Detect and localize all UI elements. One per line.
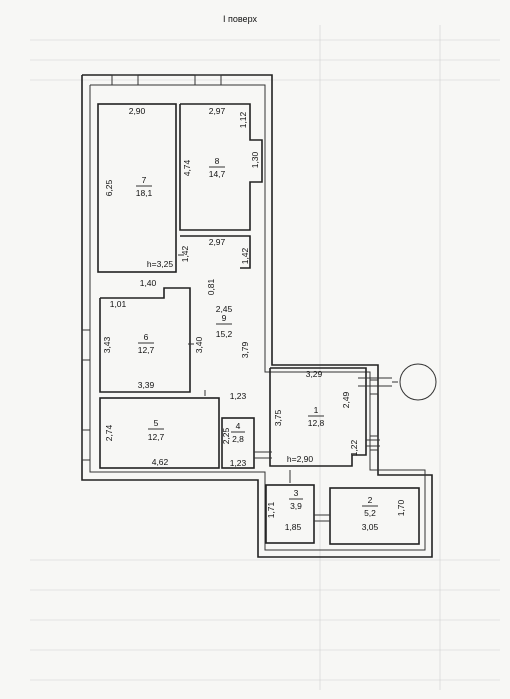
dim-label: 1,42 <box>180 245 190 262</box>
entrance-porch-circle <box>399 363 437 401</box>
room-6-area: 12,7 <box>138 345 155 355</box>
room-4-number: 4 <box>236 421 241 431</box>
dim-label: 2,45 <box>216 304 233 314</box>
dim-label: 2,25 <box>221 427 231 444</box>
dim-label: 1,85 <box>285 522 302 532</box>
room-6-outline <box>99 287 191 393</box>
room-labels: 7 18,1 8 14,7 9 15,2 6 12,7 5 12,7 4 2,8… <box>136 156 378 518</box>
room-2-area: 5,2 <box>364 508 376 518</box>
background-grid <box>30 25 500 690</box>
doors <box>178 254 398 522</box>
room-9-number: 9 <box>222 313 227 323</box>
dim-label: h=3,25 <box>147 259 174 269</box>
windows <box>81 74 379 461</box>
room-7-area: 18,1 <box>136 188 153 198</box>
dimension-labels: 2,90 6,25 h=3,25 2,97 1,12 1,30 4,74 2,9… <box>102 106 406 532</box>
dim-label: 1,71 <box>266 501 276 518</box>
dim-label: 2,97 <box>209 106 226 116</box>
room-8-outline <box>179 103 263 231</box>
room-3-outline <box>265 484 315 544</box>
room-5-outline <box>99 397 220 469</box>
room-4-area: 2,8 <box>232 434 244 444</box>
room-9-area: 15,2 <box>216 329 233 339</box>
room-4-outline <box>221 417 255 469</box>
dim-label: 3,05 <box>362 522 379 532</box>
dim-label: 1,23 <box>230 458 247 468</box>
room-2-number: 2 <box>368 495 373 505</box>
outer-walls <box>81 74 433 558</box>
room-8-area: 14,7 <box>209 169 226 179</box>
room-3-number: 3 <box>294 488 299 498</box>
dim-label: h=2,90 <box>287 454 314 464</box>
interior-walls <box>97 103 420 545</box>
room-8-number: 8 <box>215 156 220 166</box>
dim-label: 0,81 <box>206 278 216 295</box>
room-3-area: 3,9 <box>290 501 302 511</box>
dim-label: 2,49 <box>341 391 351 408</box>
room-1-outline <box>269 367 367 467</box>
room-7-number: 7 <box>142 175 147 185</box>
dim-label: 1,40 <box>140 278 157 288</box>
dim-label: 3,29 <box>306 369 323 379</box>
dim-label: 6,25 <box>104 179 114 196</box>
dim-label: 2,74 <box>104 424 114 441</box>
dim-label: 1,12 <box>238 111 248 128</box>
floor-title: I поверх <box>223 14 257 24</box>
dim-label: 4,74 <box>182 159 192 176</box>
room-9-outline <box>180 235 251 269</box>
dim-label: 2,90 <box>129 106 146 116</box>
dim-label: 3,75 <box>273 409 283 426</box>
room-5-area: 12,7 <box>148 432 165 442</box>
room-7-outline <box>97 103 177 273</box>
dim-label: 1,22 <box>349 439 359 456</box>
room-1-area: 12,8 <box>308 418 325 428</box>
dim-label: 1,42 <box>240 247 250 264</box>
dim-label: 1,23 <box>230 391 247 401</box>
dim-label: 3,39 <box>138 380 155 390</box>
dim-label: 3,79 <box>240 341 250 358</box>
dim-label: 4,62 <box>152 457 169 467</box>
room-5-number: 5 <box>154 418 159 428</box>
room-6-number: 6 <box>144 332 149 342</box>
dim-label: 3,43 <box>102 336 112 353</box>
dim-label: 1,70 <box>396 499 406 516</box>
dim-label: 1,30 <box>250 151 260 168</box>
room-1-number: 1 <box>314 405 319 415</box>
dim-label: 3,40 <box>194 336 204 353</box>
dim-label: 1,01 <box>110 299 127 309</box>
dim-label: 2,97 <box>209 237 226 247</box>
room-2-outline <box>329 487 420 545</box>
